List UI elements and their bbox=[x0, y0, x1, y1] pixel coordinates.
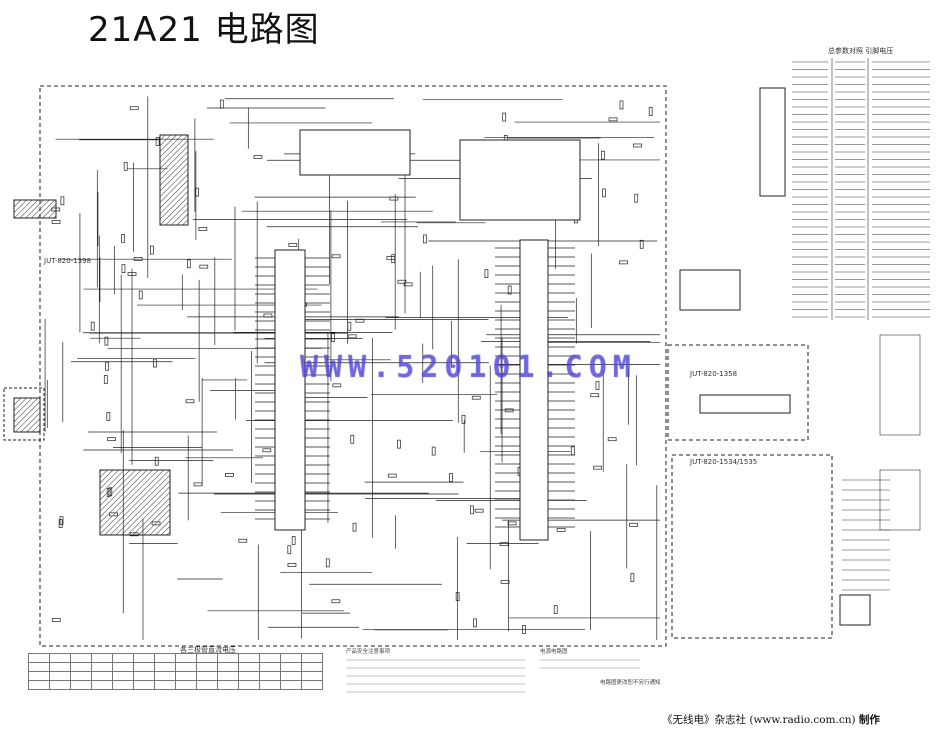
table-cell bbox=[49, 662, 71, 672]
watermark-text: WWW.520101.COM bbox=[300, 350, 637, 385]
table-cell bbox=[238, 671, 260, 681]
table-cell bbox=[280, 680, 302, 690]
audio-block bbox=[459, 139, 581, 221]
power-note: 电路图更改恕不另行通知 bbox=[600, 680, 661, 686]
table-cell bbox=[154, 653, 176, 663]
table-cell bbox=[259, 671, 281, 681]
page-title: 21A21 电路图 bbox=[88, 10, 320, 50]
table-cell bbox=[28, 671, 50, 681]
table-cell bbox=[259, 680, 281, 690]
table-cell bbox=[154, 680, 176, 690]
table-cell bbox=[133, 671, 155, 681]
table-cell bbox=[91, 671, 113, 681]
table-cell bbox=[196, 662, 218, 672]
right-board-frame bbox=[671, 454, 833, 639]
table-cell bbox=[238, 680, 260, 690]
mid-board-label: JUT-820-1358 bbox=[690, 370, 738, 378]
table-cell bbox=[175, 653, 197, 663]
credit-magazine: 《无线电》杂志社 bbox=[662, 714, 746, 726]
hatched-heatsink-1 bbox=[159, 134, 189, 226]
table-cell bbox=[196, 680, 218, 690]
table-cell bbox=[301, 671, 323, 681]
voltage-table-title: 各三极管直流电压 bbox=[180, 646, 236, 654]
table-cell bbox=[259, 653, 281, 663]
connector-box bbox=[759, 87, 786, 197]
tuner-block bbox=[299, 129, 411, 176]
table-cell bbox=[49, 671, 71, 681]
left-board-label: JUT-820-1398 bbox=[44, 257, 92, 265]
table-cell bbox=[133, 653, 155, 663]
table-cell bbox=[28, 662, 50, 672]
credit-line: 《无线电》杂志社 (www.radio.com.cn) 制作 bbox=[662, 712, 880, 727]
hatched-heatsink-2 bbox=[99, 469, 171, 536]
main-board-frame bbox=[39, 85, 667, 647]
table-cell bbox=[112, 671, 134, 681]
table-cell bbox=[91, 653, 113, 663]
pin-voltage-list bbox=[792, 58, 930, 591]
table-cell bbox=[217, 653, 239, 663]
table-cell bbox=[196, 671, 218, 681]
table-cell bbox=[280, 671, 302, 681]
table-cell bbox=[301, 653, 323, 663]
table-cell bbox=[49, 680, 71, 690]
ic-video-chroma bbox=[519, 239, 549, 541]
hatched-input bbox=[13, 397, 41, 433]
ic-small-right bbox=[839, 594, 871, 626]
table-cell bbox=[238, 662, 260, 672]
right-table-title: 总参数对照 引脚电压 bbox=[828, 47, 894, 55]
table-cell bbox=[154, 671, 176, 681]
table-cell bbox=[217, 680, 239, 690]
power-title: 电源电路图 bbox=[540, 649, 568, 655]
input-frame bbox=[3, 387, 45, 441]
table-cell bbox=[238, 653, 260, 663]
table-cell bbox=[112, 662, 134, 672]
table-cell bbox=[28, 653, 50, 663]
table-cell bbox=[70, 653, 92, 663]
notes-title: 产品安全注意事项 bbox=[346, 649, 391, 655]
hatched-fuse-area bbox=[13, 199, 57, 219]
credit-suffix: 制作 bbox=[858, 714, 880, 726]
table-cell bbox=[175, 680, 197, 690]
credit-url: (www.radio.com.cn) bbox=[749, 714, 856, 726]
table-cell bbox=[217, 662, 239, 672]
table-cell bbox=[280, 662, 302, 672]
transistor-voltage-table bbox=[28, 653, 323, 690]
mid-board-frame bbox=[667, 344, 809, 441]
ic-sound bbox=[679, 269, 741, 311]
table-cell bbox=[217, 671, 239, 681]
table-cell bbox=[70, 680, 92, 690]
table-cell bbox=[175, 671, 197, 681]
wire-layer bbox=[44, 96, 660, 640]
table-cell bbox=[301, 680, 323, 690]
table-cell bbox=[133, 680, 155, 690]
table-cell bbox=[91, 680, 113, 690]
table-cell bbox=[112, 680, 134, 690]
table-cell bbox=[196, 653, 218, 663]
table-cell bbox=[259, 662, 281, 672]
table-cell bbox=[280, 653, 302, 663]
right-board-label: JUT-820-1534/1535 bbox=[690, 458, 758, 466]
table-cell bbox=[70, 662, 92, 672]
table-cell bbox=[154, 662, 176, 672]
table-cell bbox=[28, 680, 50, 690]
table-cell bbox=[91, 662, 113, 672]
ic-av-switch bbox=[699, 394, 791, 414]
table-cell bbox=[49, 653, 71, 663]
table-cell bbox=[175, 662, 197, 672]
ic-main-processor bbox=[274, 249, 306, 531]
table-cell bbox=[301, 662, 323, 672]
table-cell bbox=[133, 662, 155, 672]
table-cell bbox=[112, 653, 134, 663]
table-cell bbox=[70, 671, 92, 681]
